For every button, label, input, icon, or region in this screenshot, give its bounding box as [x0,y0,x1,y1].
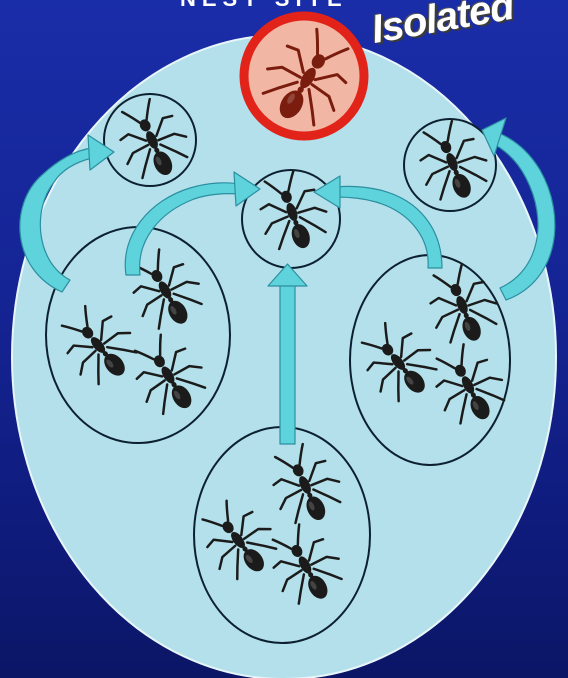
isolated-ant-group [244,16,366,138]
